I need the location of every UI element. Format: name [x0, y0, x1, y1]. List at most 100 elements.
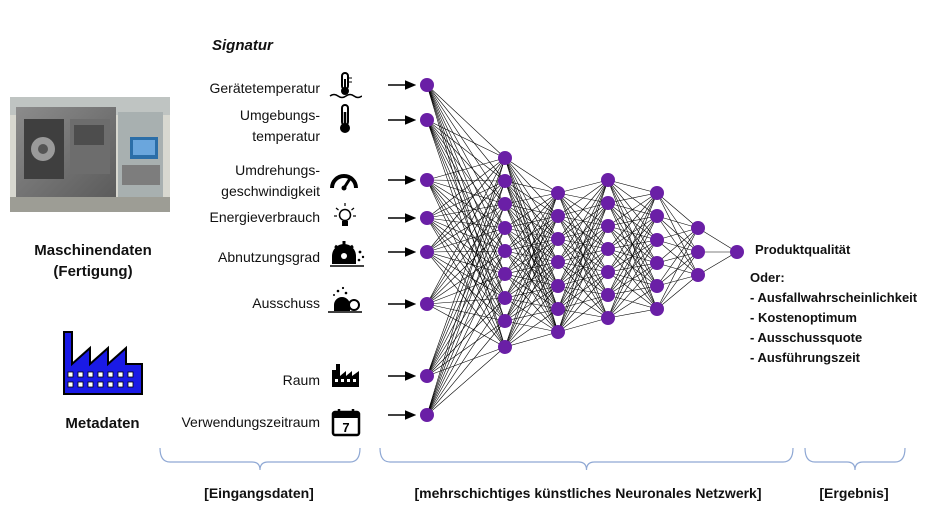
factory-window — [77, 381, 84, 388]
network-connection — [504, 192, 559, 229]
network-connection — [656, 227, 699, 310]
input-label-line: geschwindigkeit — [221, 183, 320, 199]
network-connection — [557, 271, 609, 333]
network-connection — [656, 227, 699, 264]
hidden-neuron — [551, 209, 565, 223]
network-connection — [426, 84, 506, 205]
network-connection — [426, 217, 506, 275]
network-connection — [426, 180, 506, 219]
hidden-neuron — [650, 279, 664, 293]
network-connection — [426, 251, 506, 348]
hidden-neuron — [691, 221, 705, 235]
factory-window — [127, 381, 134, 388]
network-connection — [426, 157, 506, 416]
hidden-neuron — [498, 151, 512, 165]
input-label-line: Umgebungs- — [239, 107, 320, 123]
hidden-neuron — [498, 174, 512, 188]
bracket-label-result: [Ergebnis] — [819, 485, 889, 501]
network-connection — [504, 192, 559, 205]
network-connection — [426, 320, 506, 416]
network-connection — [557, 294, 609, 333]
network-connection — [504, 238, 559, 322]
network-connection — [426, 217, 506, 348]
input-label-line: Verwendungszeitraum — [181, 414, 320, 430]
input-label-line: temperatur — [252, 128, 320, 144]
network-connection — [504, 308, 559, 348]
calendar-day: 7 — [342, 420, 349, 435]
network-connection — [426, 84, 506, 275]
hidden-neuron — [650, 186, 664, 200]
input-label-line: Abnutzungsgrad — [218, 249, 320, 265]
hidden-neuron — [601, 196, 615, 210]
network-connection — [656, 274, 699, 310]
hidden-neuron — [551, 302, 565, 316]
network-connection — [426, 250, 506, 253]
network-connection — [426, 157, 506, 253]
hidden-neuron — [601, 219, 615, 233]
network-connection — [607, 262, 658, 319]
network-connection — [607, 215, 658, 319]
factory-building-icon — [63, 331, 143, 395]
hidden-neuron — [551, 255, 565, 269]
hidden-neuron — [498, 340, 512, 354]
hidden-neuron — [551, 186, 565, 200]
network-connection — [426, 203, 506, 219]
network-connection — [426, 84, 506, 348]
input-neuron — [420, 78, 434, 92]
machine-data-label-line2: (Fertigung) — [53, 263, 133, 280]
network-connection — [607, 202, 658, 241]
network-connection — [557, 317, 609, 333]
network-connection — [426, 227, 506, 377]
network-connection — [504, 285, 559, 348]
network-connection — [504, 273, 559, 333]
network-connection — [504, 320, 559, 333]
network-connection — [426, 251, 506, 275]
input-neuron — [420, 113, 434, 127]
bracket-label-network: [mehrschichtiges künstliches Neuronales … — [414, 485, 762, 501]
network-connection — [656, 215, 699, 229]
speedometer-icon — [330, 174, 358, 191]
network-connection — [426, 119, 506, 205]
network-connection — [426, 157, 506, 181]
network-connection — [426, 320, 506, 377]
network-connection — [426, 84, 506, 229]
hidden-neuron — [691, 245, 705, 259]
input-neuron — [420, 408, 434, 422]
hidden-neuron — [498, 221, 512, 235]
network-connection — [697, 251, 738, 276]
network-connection — [426, 251, 506, 299]
hidden-neuron — [601, 173, 615, 187]
network-connection — [426, 84, 506, 159]
network-connection — [426, 84, 506, 182]
input-neuron — [420, 245, 434, 259]
input-label-device-temperature: Gerätetemperatur — [120, 78, 321, 99]
hidden-neuron — [650, 302, 664, 316]
network-connection — [504, 215, 559, 348]
input-neuron — [420, 369, 434, 383]
network-connection — [426, 297, 506, 305]
network-connection — [607, 192, 658, 296]
network-connection — [607, 192, 658, 204]
network-connection — [656, 227, 699, 241]
network-connection — [426, 217, 506, 229]
network-connection — [557, 179, 609, 240]
bracket-inputs — [159, 447, 361, 471]
network-connection — [426, 217, 506, 299]
factory-window — [77, 371, 84, 378]
network-connection — [607, 192, 658, 319]
hidden-neuron — [650, 209, 664, 223]
network-connection — [426, 203, 506, 416]
factory-window — [117, 371, 124, 378]
input-label-line: Energieverbrauch — [209, 209, 320, 225]
input-label-line: Ausschuss — [252, 295, 320, 311]
network-connection — [504, 192, 559, 275]
network-connection — [557, 248, 609, 333]
hidden-neuron — [551, 232, 565, 246]
network-connection — [426, 119, 506, 275]
network-connection — [607, 285, 658, 319]
alternatives-list: Oder: - Ausfallwahrscheinlichkeit - Kost… — [750, 268, 917, 368]
lightbulb-icon — [334, 203, 356, 226]
network-connection — [426, 273, 506, 416]
network-connection — [504, 192, 559, 348]
network-connection — [426, 203, 506, 377]
